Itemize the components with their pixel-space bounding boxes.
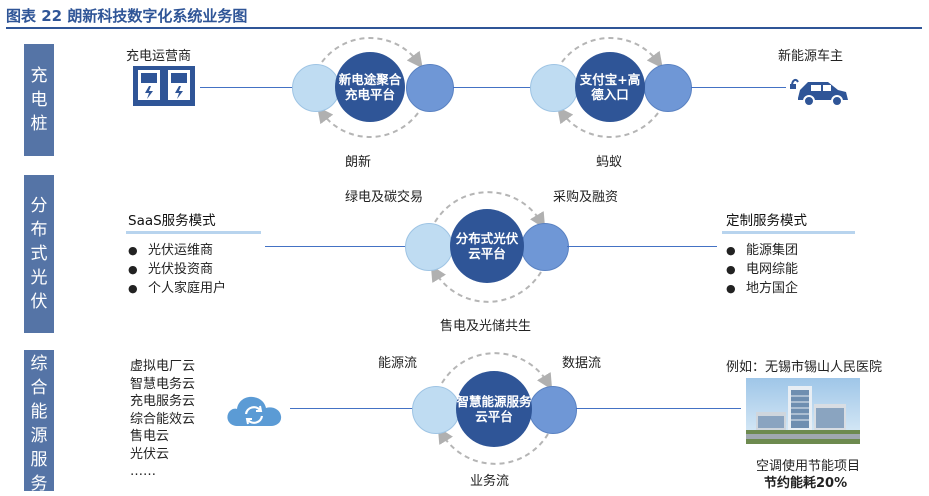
electric-car-icon (790, 78, 848, 107)
arc-bottom (430, 265, 542, 303)
label-data-flow: 数据流 (562, 356, 602, 371)
connector-line (453, 87, 535, 88)
list-item: 能源集团 (726, 241, 798, 260)
band-integrated-energy: 综 合 能 源 服 务 (24, 350, 54, 494)
list-item: 电网综能 (726, 260, 798, 279)
cloud-service-list: 虚拟电厂云 智慧电务云 充电服务云 综合能效云 售电云 光伏云 …… (130, 358, 195, 481)
list-item: 个人家庭用户 (128, 279, 226, 298)
label-procurement-finance: 采购及融资 (553, 190, 619, 205)
list-item: 虚拟电厂云 (130, 359, 196, 374)
custom-client-list: 能源集团 电网综能 地方国企 (726, 241, 798, 298)
list-item: 充电服务云 (130, 394, 196, 409)
label-energy-flow: 能源流 (378, 356, 418, 371)
saas-mode-header: SaaS服务模式 (128, 213, 216, 229)
caption-langxin: 朗新 (345, 155, 372, 170)
mid-node-circle (529, 386, 577, 434)
connector-line (576, 408, 741, 409)
light-node-circle (405, 223, 453, 271)
figure-title: 图表 22 朗新科技数字化系统业务图 (6, 7, 248, 25)
platform-distributed-pv-cloud: 分布式光伏云平台 (450, 209, 524, 283)
list-item: 光伏投资商 (128, 260, 226, 279)
caption-ant: 蚂蚁 (596, 155, 623, 170)
energy-saving-label: 节约能耗20% (764, 476, 848, 491)
cloud-sync-icon (227, 396, 282, 426)
light-node-circle (412, 386, 460, 434)
platform-xindiantu: 新电途聚合充电平台 (335, 52, 405, 122)
saas-client-list: 光伏运维商 光伏投资商 个人家庭用户 (128, 241, 226, 298)
band-distributed-pv: 分 布 式 光 伏 (24, 175, 54, 333)
arc-top (561, 37, 663, 69)
hospital-photo (746, 378, 860, 444)
custom-underline (722, 231, 855, 234)
label-green-power-carbon: 绿电及碳交易 (345, 190, 424, 205)
charging-station-icon (133, 66, 195, 106)
arc-top (441, 352, 553, 390)
connector-line (200, 87, 305, 88)
list-item: 智慧电务云 (130, 376, 196, 392)
light-node-circle (292, 64, 340, 112)
list-item: 地方国企 (726, 279, 798, 298)
list-item: 光伏运维商 (128, 241, 226, 260)
arc-bottom (317, 106, 419, 138)
arc-bottom (557, 106, 659, 138)
mid-node-circle (406, 64, 454, 112)
mid-node-circle (521, 223, 569, 271)
custom-mode-header: 定制服务模式 (726, 213, 807, 229)
connector-line (290, 408, 420, 409)
list-item: 售电云 (130, 429, 170, 444)
light-node-circle (530, 64, 578, 112)
list-item: 光伏云 (130, 446, 170, 462)
connector-line (567, 246, 717, 247)
arc-top (321, 37, 423, 69)
saas-underline (126, 231, 261, 234)
arc-top (434, 191, 546, 229)
energy-project-label: 空调使用节能项目 (756, 459, 861, 474)
mid-node-circle (644, 64, 692, 112)
charging-operator-label: 充电运营商 (126, 49, 192, 64)
list-item: …… (130, 464, 156, 479)
band-charging-pile: 充 电 桩 (24, 44, 54, 156)
example-hospital-label: 例如：无锡市锡山人民医院 (726, 360, 883, 375)
connector-line (265, 246, 415, 247)
platform-smart-energy-cloud: 智慧能源服务云平台 (456, 371, 532, 447)
list-item: 综合能效云 (130, 411, 196, 427)
connector-line (691, 87, 786, 88)
title-rule (6, 27, 922, 29)
arc-bottom (437, 427, 549, 465)
label-business-flow: 业务流 (470, 474, 510, 489)
platform-alipay-amap: 支付宝+高德入口 (575, 52, 645, 122)
ev-owner-label: 新能源车主 (778, 49, 844, 64)
label-power-sales-storage: 售电及光储共生 (440, 319, 532, 334)
